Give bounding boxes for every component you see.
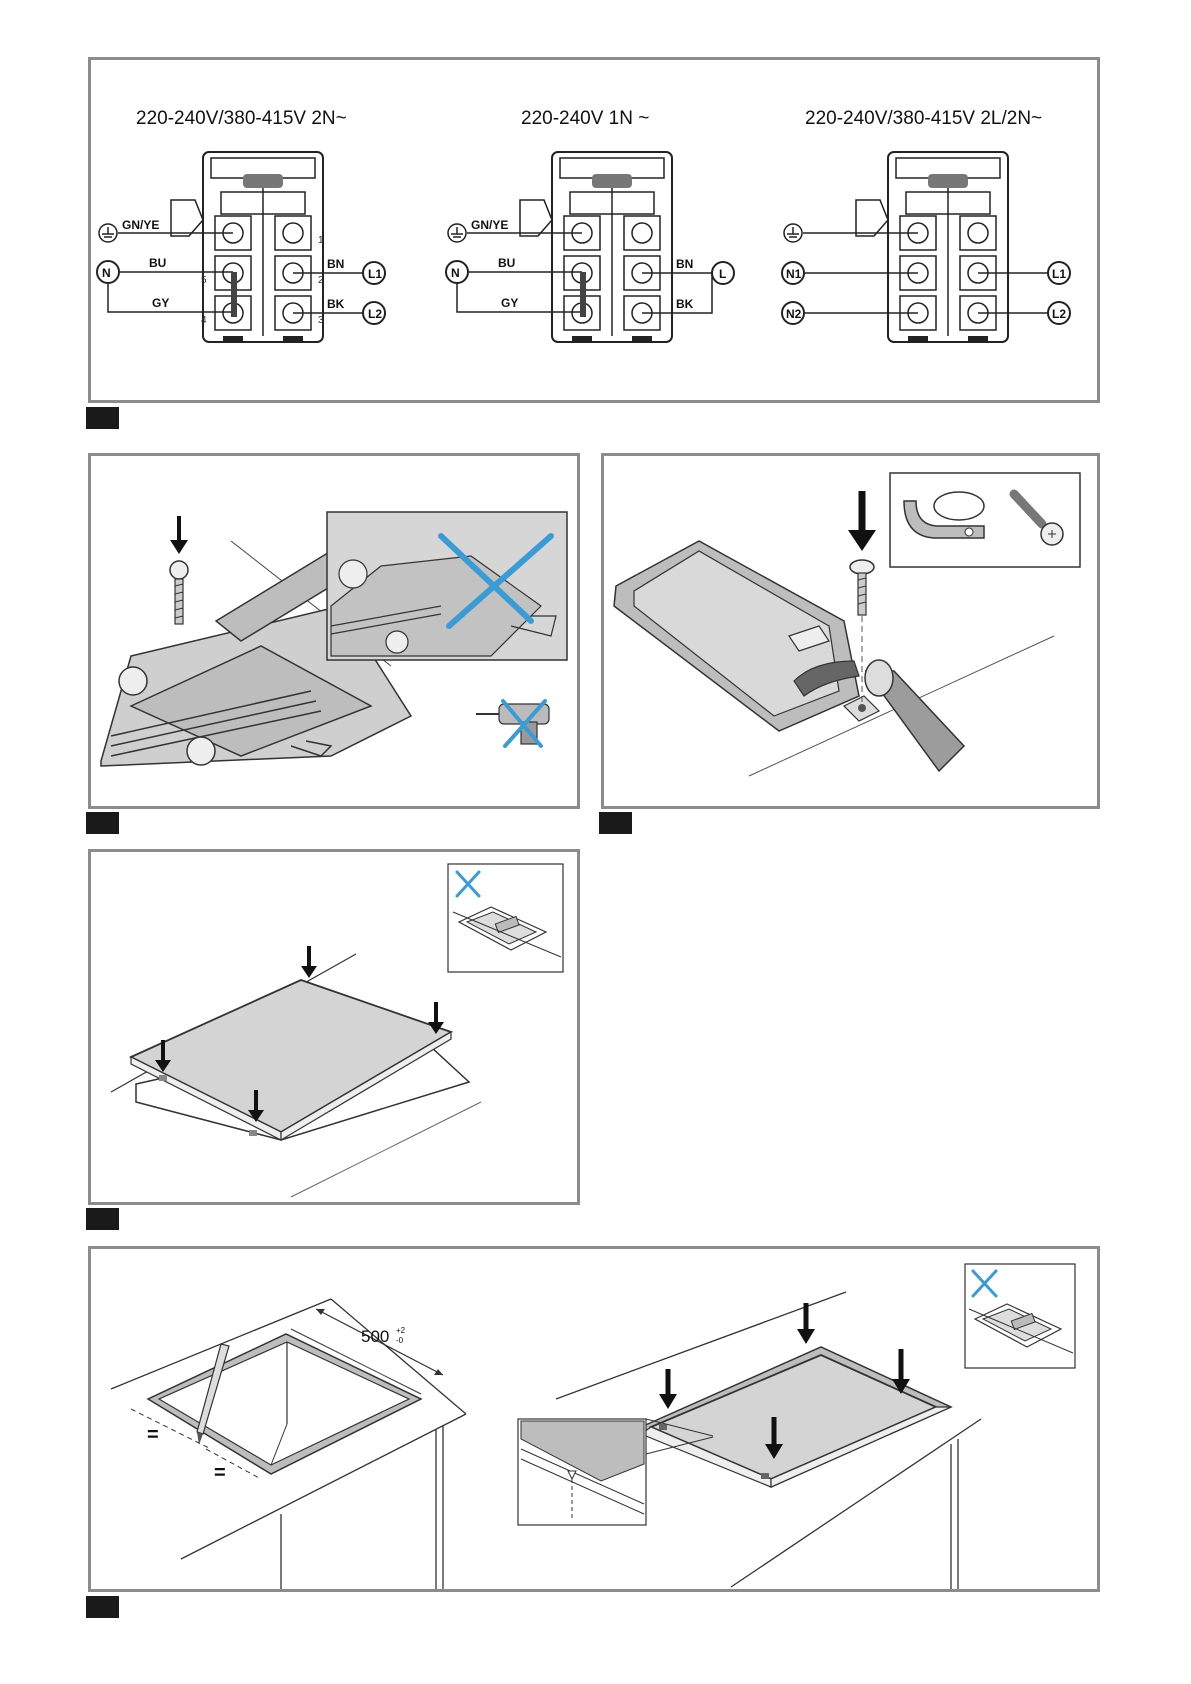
cutout-installation-illustration: 500 +2 -0 = = [91, 1249, 1103, 1595]
wire-label-bn: BN [327, 257, 344, 271]
step-tab [86, 1596, 119, 1618]
cutout-dimension: 500 [361, 1327, 389, 1346]
terminal-number-5: 5 [201, 275, 207, 286]
ground-icon [99, 224, 117, 242]
terminal-n2: N2 [786, 307, 802, 321]
inset-wrong-screwdriver [965, 1264, 1075, 1368]
screw-icon [170, 561, 188, 624]
wire-label-gy: GY [152, 296, 169, 310]
voltage-label-3: 220-240V/380-415V 2L/2N~ [805, 108, 1042, 129]
terminal-cover-illustration [91, 456, 583, 812]
wire-label-gy: GY [501, 296, 518, 310]
wire-label-gnye: GN/YE [122, 218, 159, 232]
wire-label-bk: BK [676, 297, 694, 311]
step-tab [599, 812, 632, 834]
wiring-diagrams: 220-240V/380-415V 2N~ 5 4 1 2 3 GN/YE N … [91, 60, 1103, 406]
press-arrow-icon [170, 516, 188, 554]
inset-wrong-screwdriver [448, 864, 563, 972]
terminal-l1: L1 [1052, 267, 1066, 281]
terminal-number-1: 1 [318, 235, 324, 246]
terminal-cover-panel [88, 453, 580, 809]
wire-label-bu: BU [498, 256, 515, 270]
hob-placement-panel [88, 849, 580, 1205]
ground-icon [448, 224, 466, 242]
terminal-l2: L2 [1052, 307, 1066, 321]
terminal-n: N [102, 266, 111, 280]
tolerance-plus: +2 [396, 1326, 406, 1335]
inset-wrong-method [327, 512, 567, 660]
wire-label-bn: BN [676, 257, 693, 271]
cutout-installation-panel: 500 +2 -0 = = [88, 1246, 1100, 1592]
terminal-l1: L1 [368, 267, 382, 281]
terminal-number-2: 2 [318, 275, 324, 286]
screwdriver-icon [476, 701, 549, 746]
terminal-l: L [719, 267, 726, 281]
terminal-number-3: 3 [318, 315, 324, 326]
hob-placement-illustration [91, 852, 583, 1208]
step-tab [86, 812, 119, 834]
voltage-label-2: 220-240V 1N ~ [521, 108, 649, 129]
voltage-label-1: 220-240V/380-415V 2N~ [136, 108, 347, 129]
equal-mark-right: = [214, 1462, 226, 1484]
terminal-l2: L2 [368, 307, 382, 321]
terminal-n: N [451, 266, 460, 280]
screw-icon [850, 560, 874, 615]
inset-clamp-parts [890, 473, 1080, 567]
wiring-panel: 220-240V/380-415V 2N~ 5 4 1 2 3 GN/YE N … [88, 57, 1100, 403]
wire-label-bk: BK [327, 297, 345, 311]
terminal-number-4: 4 [201, 315, 207, 326]
step-tab [86, 1208, 119, 1230]
wire-label-bu: BU [149, 256, 166, 270]
cable-clamp-panel [601, 453, 1100, 809]
ground-icon [784, 224, 802, 242]
tolerance-minus: -0 [396, 1336, 404, 1345]
wire-label-gnye: GN/YE [471, 218, 508, 232]
cable-clamp-illustration [604, 456, 1103, 812]
terminal-n1: N1 [786, 267, 802, 281]
step-tab [86, 407, 119, 429]
press-arrow-icon [848, 491, 876, 551]
equal-mark-left: = [147, 1424, 159, 1446]
